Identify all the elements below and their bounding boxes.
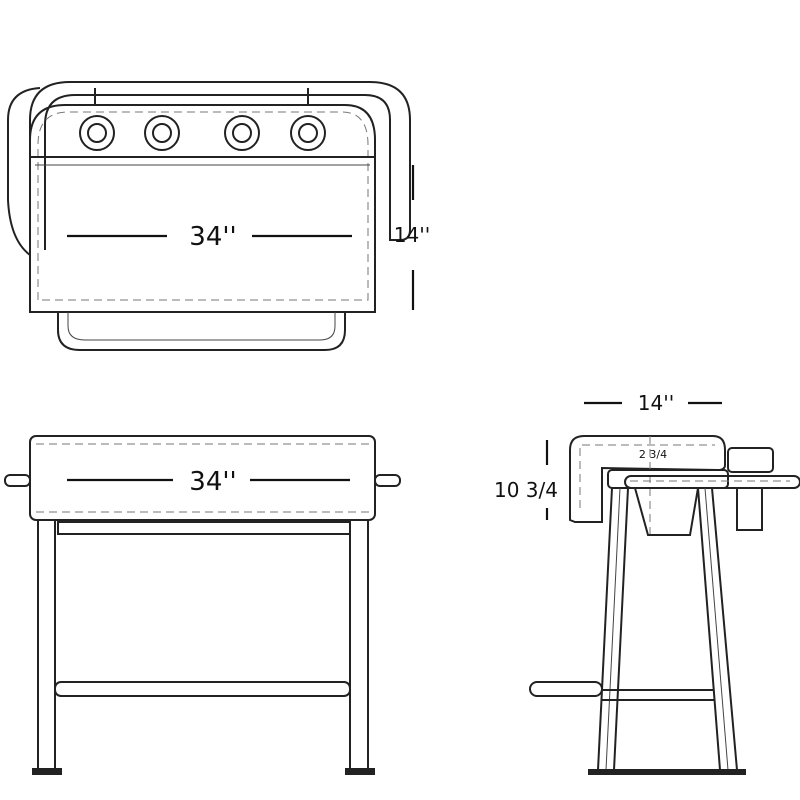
knob-1 xyxy=(79,115,115,151)
grill-body xyxy=(29,104,376,313)
top-view: 34'' 14'' xyxy=(7,81,430,351)
front-view: 34'' xyxy=(4,435,401,775)
knob-4 xyxy=(290,115,326,151)
right-side-handle xyxy=(374,474,401,487)
base-foot xyxy=(588,769,746,775)
knob-2 xyxy=(144,115,180,151)
knobs xyxy=(79,115,326,151)
left-foot xyxy=(32,768,62,775)
side-handle xyxy=(7,87,41,256)
footrest xyxy=(529,681,603,697)
depth-dimension-label: 14'' xyxy=(394,223,430,247)
front-handle xyxy=(57,312,346,351)
width-dimension-label: 34'' xyxy=(189,222,236,252)
left-side-handle xyxy=(4,474,31,487)
outer-frame-tube xyxy=(29,81,411,250)
side-shelf xyxy=(624,475,800,489)
left-leg xyxy=(37,519,56,771)
knob-3 xyxy=(224,115,260,151)
crossbar xyxy=(54,681,351,697)
grease-tray xyxy=(634,487,699,536)
right-leg xyxy=(349,519,369,771)
side-view: 2 3/4 14'' 10 3/4 xyxy=(494,391,800,775)
lower-shelf xyxy=(57,521,351,535)
width-dimension-label: 34'' xyxy=(189,467,236,497)
lid-dimension-label: 2 3/4 xyxy=(639,448,667,461)
depth-dimension-label: 14'' xyxy=(638,391,674,415)
right-foot xyxy=(345,768,375,775)
cup-holder xyxy=(736,487,763,531)
height-dimension-label: 10 3/4 xyxy=(494,478,558,502)
leg-brace xyxy=(602,689,715,701)
legs xyxy=(597,487,738,771)
